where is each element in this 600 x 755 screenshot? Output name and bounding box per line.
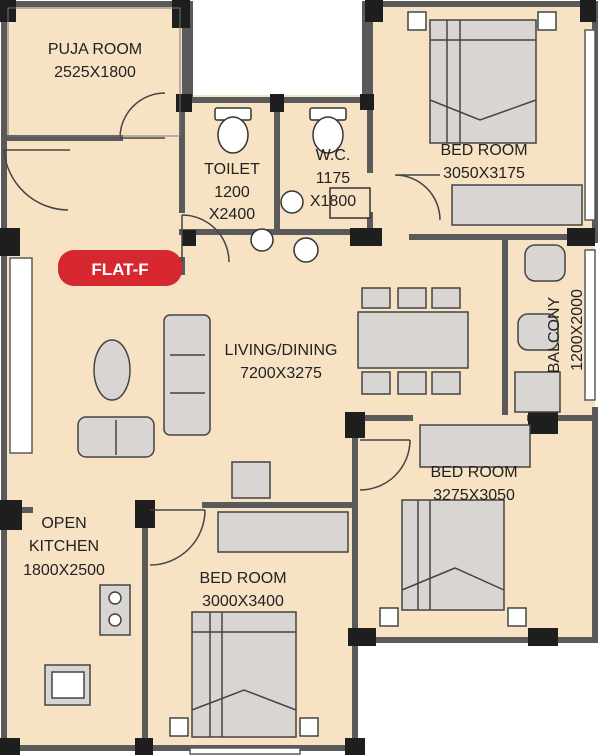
windows [9, 29, 596, 755]
toilet-dim-1: 1200 [214, 184, 250, 201]
flat-badge: FLAT-F [58, 250, 182, 286]
puja-room [7, 7, 181, 137]
balcony-size: 1200X2000 [569, 289, 586, 371]
doors [3, 92, 441, 566]
bed-room-1-name: BED ROOM [440, 142, 527, 159]
wc-dim-2: X1800 [310, 193, 356, 210]
entry-door [3, 149, 70, 211]
puja-door [119, 92, 166, 139]
toilet-name: TOILET [204, 161, 260, 178]
dining-set [357, 287, 469, 395]
living-dining-name: LIVING/DINING [225, 342, 338, 359]
bed-room-2-furniture [379, 424, 531, 627]
kitchen-fixtures [44, 584, 131, 706]
bed-room-2-size: 3275X3050 [433, 487, 515, 504]
bed-room-3-furniture [169, 511, 349, 738]
bed2-door [359, 439, 411, 491]
toilet-dim-2: X2400 [209, 206, 255, 223]
bed-room-1-furniture [407, 11, 583, 226]
bed-room-3-name: BED ROOM [199, 570, 286, 587]
puja-room-size: 2525X1800 [54, 64, 136, 81]
puja-room-name: PUJA ROOM [48, 41, 142, 58]
flat-badge-text: FLAT-F [91, 260, 148, 279]
wc-name: W.C. [316, 147, 351, 164]
toilet-door [181, 214, 230, 263]
bed-room-1-size: 3050X3175 [443, 165, 525, 182]
bed1-door [394, 174, 441, 221]
kitchen-name-2: KITCHEN [29, 538, 99, 555]
kitchen-name-1: OPEN [41, 515, 86, 532]
balcony-name: BALCONY [546, 296, 563, 373]
bed-room-3-size: 3000X3400 [202, 593, 284, 610]
wc-dim-1: 1175 [316, 170, 351, 187]
bed3-door [149, 509, 206, 566]
room-labels: PUJA ROOM 2525X1800 TOILET 1200 X2400 W.… [23, 41, 586, 610]
living-dining-size: 7200X3275 [240, 365, 322, 382]
toilet-fixtures [214, 107, 371, 263]
bed-room-2-name: BED ROOM [430, 464, 517, 481]
balcony-furniture [514, 244, 566, 413]
kitchen-size: 1800X2500 [23, 562, 105, 579]
living-furniture [77, 314, 271, 499]
